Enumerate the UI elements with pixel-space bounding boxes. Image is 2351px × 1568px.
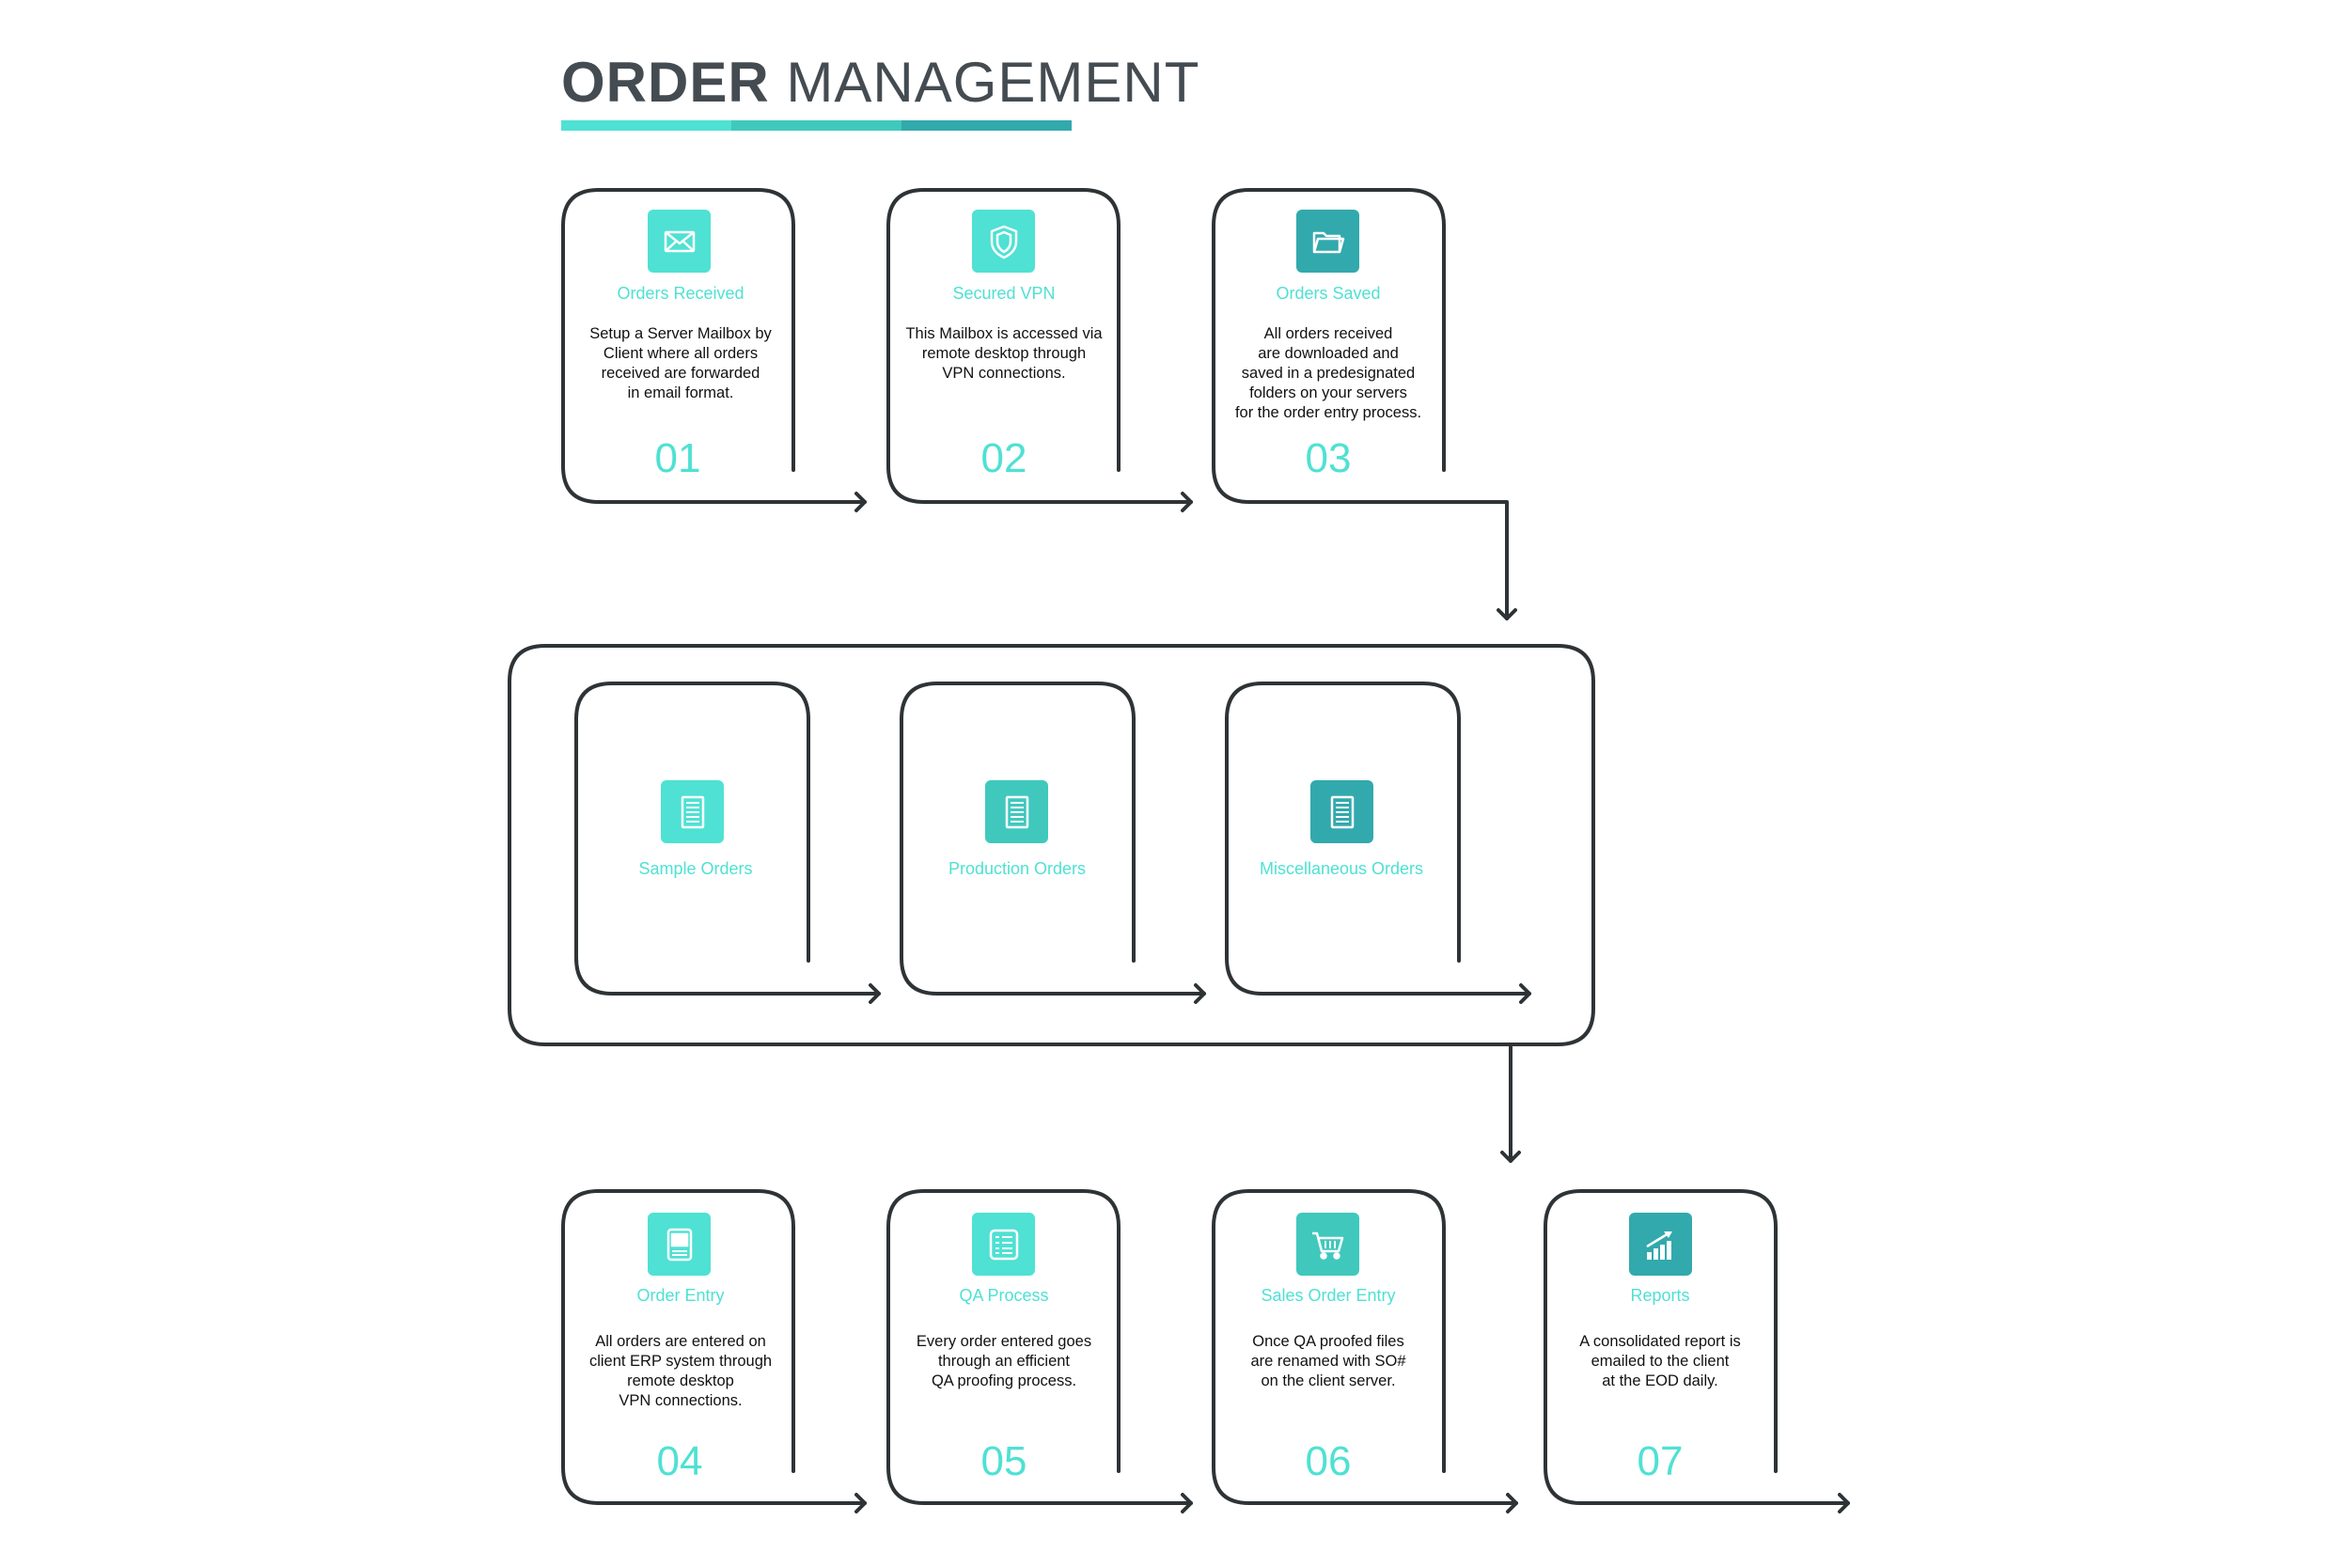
order-type-label-1: Sample Orders <box>638 859 753 878</box>
arrowhead-container-down <box>1500 1151 1521 1163</box>
step-label-05: QA Process <box>959 1286 1049 1305</box>
document-icon <box>1310 780 1373 843</box>
step-desc-05: Every order entered goes through an effi… <box>916 1333 1092 1389</box>
type-arrowhead-2 <box>1194 983 1206 1004</box>
order-types-container <box>508 644 1595 1046</box>
folder-icon <box>1296 210 1359 273</box>
title-underline-seg-1 <box>561 120 731 131</box>
order-type-label-3: Miscellaneous Orders <box>1259 859 1424 878</box>
step-number-02: 02 <box>980 435 1027 481</box>
type-arrowhead-3 <box>1519 983 1531 1004</box>
step-desc-07: A consolidated report is emailed to the … <box>1579 1333 1741 1389</box>
step-label-03: Orders Saved <box>1276 284 1381 303</box>
step-desc-01: Setup a Server Mailbox by Client where a… <box>589 325 772 401</box>
step-number-03: 03 <box>1305 435 1352 481</box>
cart-icon <box>1296 1213 1359 1276</box>
document-icon <box>985 780 1048 843</box>
notebook-icon <box>648 1213 711 1276</box>
arrowhead-02 <box>1181 492 1193 512</box>
type-card-outline-1 <box>574 682 881 996</box>
step-number-01: 01 <box>654 435 701 481</box>
type-arrowhead-1 <box>869 983 881 1004</box>
step-desc-04: All orders are entered on client ERP sys… <box>588 1333 773 1409</box>
checklist-icon <box>972 1213 1035 1276</box>
step-desc-06: Once QA proofed files are renamed with S… <box>1250 1333 1406 1389</box>
arrowhead-03-down <box>1497 608 1517 620</box>
step-number-06: 06 <box>1305 1438 1352 1484</box>
arrowhead-01 <box>854 492 867 512</box>
card-outline-02 <box>886 188 1193 504</box>
arrowhead-05 <box>1181 1493 1193 1513</box>
page-title: ORDER MANAGEMENT <box>561 49 1199 117</box>
order-type-label-2: Production Orders <box>948 859 1087 878</box>
arrowhead-04 <box>854 1493 867 1513</box>
type-card-outline-2 <box>900 682 1206 996</box>
card-outline-06 <box>1212 1189 1518 1505</box>
title-light: MANAGEMENT <box>786 51 1200 114</box>
title-bold: ORDER <box>561 51 770 114</box>
step-desc-02: This Mailbox is accessed via remote desk… <box>905 325 1103 382</box>
step-number-04: 04 <box>656 1438 703 1484</box>
card-outline-05 <box>886 1189 1193 1505</box>
step-label-01: Orders Received <box>617 284 744 303</box>
arrowhead-06 <box>1506 1493 1518 1513</box>
step-desc-03: All orders received are downloaded and s… <box>1234 325 1422 421</box>
card-outline-07 <box>1544 1189 1850 1505</box>
step-label-04: Order Entry <box>636 1286 725 1305</box>
envelope-icon <box>648 210 711 273</box>
card-outline-03 <box>1212 188 1509 620</box>
document-icon <box>661 780 724 843</box>
type-card-outline-3 <box>1225 682 1531 996</box>
title-underline-seg-2 <box>731 120 901 131</box>
step-label-02: Secured VPN <box>952 284 1056 303</box>
title-underline <box>561 120 1072 131</box>
title-underline-seg-3 <box>901 120 1072 131</box>
step-label-07: Reports <box>1630 1286 1690 1305</box>
arrowhead-07 <box>1838 1493 1850 1513</box>
growth-chart-icon <box>1629 1213 1692 1276</box>
step-number-05: 05 <box>980 1438 1027 1484</box>
step-label-06: Sales Order Entry <box>1261 1286 1396 1305</box>
shield-icon <box>972 210 1035 273</box>
card-outline-01 <box>561 188 867 504</box>
card-outline-04 <box>561 1189 867 1505</box>
step-number-07: 07 <box>1637 1438 1684 1484</box>
